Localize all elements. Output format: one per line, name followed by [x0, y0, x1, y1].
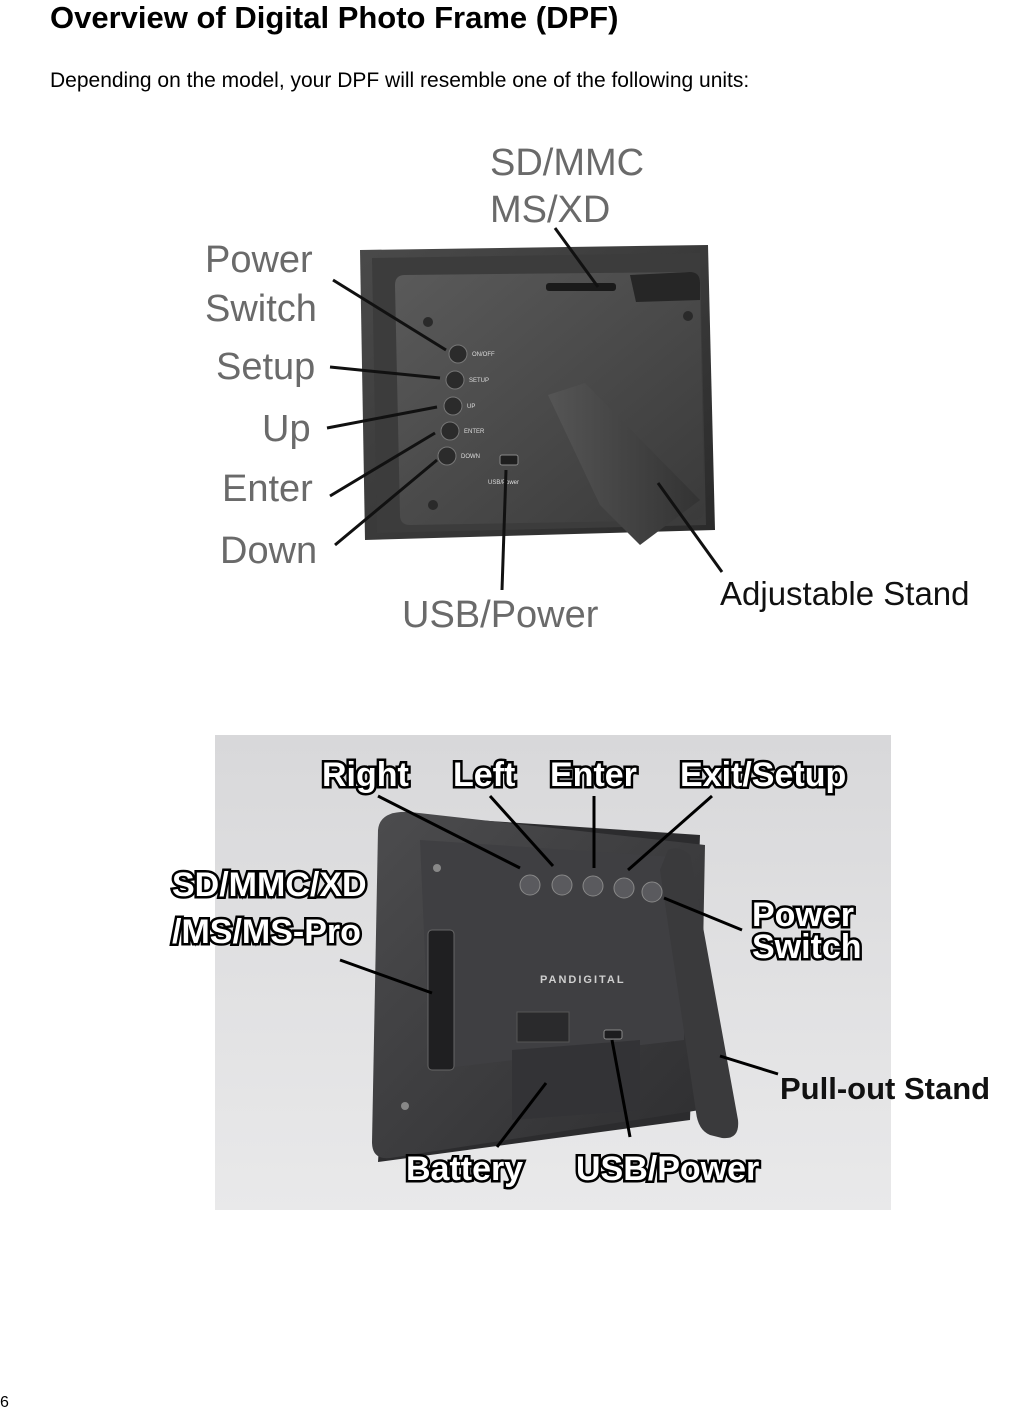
label-power-1: Power [205, 239, 313, 281]
usb-port-2 [603, 1029, 623, 1040]
device-buttons-1: ON/OFF SETUP UP ENTER DOWN USB/Power [437, 344, 519, 486]
intro-text: Depending on the model, your DPF will re… [50, 69, 750, 92]
device-text-enter: ENTER [464, 429, 485, 435]
page-number: 6 [0, 1394, 9, 1411]
label-card-slot-2: MS/XD [490, 189, 610, 231]
label-card-1: SD/MMC/XD [172, 866, 367, 904]
device-text-usb: USB/Power [488, 480, 519, 486]
label-enter-2: Enter [550, 756, 637, 794]
figure-dpf-model-2: PANDIGITAL Right Left Enter Exit/Setup S… [170, 735, 990, 1210]
device-text-onoff: ON/OFF [472, 352, 495, 358]
card-slot-2 [427, 929, 455, 1071]
label-exit-setup: Exit/Setup [680, 756, 846, 794]
label-up: Up [262, 408, 311, 450]
usb-port-1 [499, 454, 519, 466]
device-buttons-2 [519, 874, 663, 903]
label-power-2: Switch [205, 288, 317, 330]
device-text-down: DOWN [461, 454, 480, 460]
page-title: Overview of Digital Photo Frame (DPF) [50, 0, 619, 35]
figure-dpf-model-1: ON/OFF SETUP UP ENTER DOWN USB/Power SD/… [205, 142, 970, 636]
device-text-setup: SETUP [469, 378, 489, 384]
label-pull-out-stand: Pull-out Stand [780, 1071, 990, 1106]
label-right: Right [322, 756, 409, 794]
label-usb-power: USB/Power [402, 594, 599, 636]
label-power-2-line1: Power [752, 896, 854, 934]
callout-lines-2 [339, 794, 779, 1148]
battery-cover [512, 1040, 640, 1120]
callout-lines-1 [326, 227, 724, 591]
card-slot-1 [546, 283, 616, 291]
frame-body-2: PANDIGITAL [372, 811, 705, 1162]
adjustable-stand-1 [548, 383, 700, 545]
label-left: Left [453, 756, 515, 794]
label-power-2-line2: Switch [752, 928, 862, 966]
label-enter: Enter [222, 468, 313, 510]
label-card-2: /MS/MS-Pro [172, 913, 361, 951]
label-usb-power-2: USB/Power [576, 1150, 759, 1188]
label-adjustable-stand: Adjustable Stand [720, 575, 970, 612]
brand-logo: PANDIGITAL [540, 974, 626, 986]
label-battery: Battery [406, 1150, 523, 1188]
label-card-slot-1: SD/MMC [490, 142, 644, 184]
label-setup: Setup [216, 346, 315, 388]
label-down: Down [220, 530, 317, 572]
pull-out-stand [660, 848, 739, 1139]
device-text-up: UP [467, 404, 475, 410]
